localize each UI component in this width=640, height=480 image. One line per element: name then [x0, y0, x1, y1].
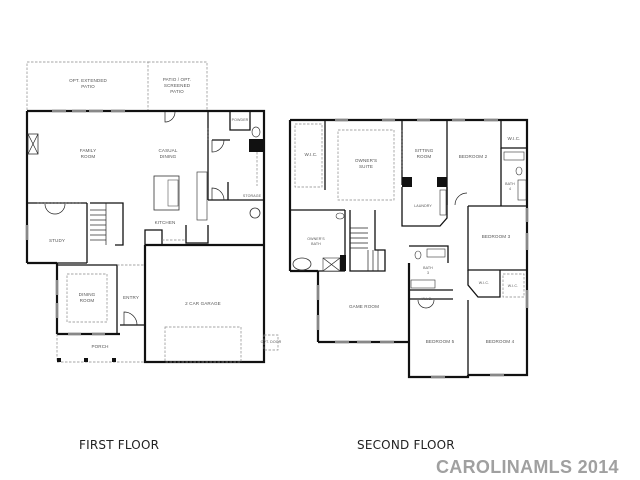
svg-text:W.I.C.: W.I.C. — [304, 152, 317, 157]
svg-text:OPT. DOOR: OPT. DOOR — [261, 340, 282, 344]
svg-text:SUITE: SUITE — [359, 164, 373, 169]
svg-text:PATIO: PATIO — [81, 84, 95, 89]
svg-text:STORAGE: STORAGE — [243, 194, 262, 198]
svg-text:4: 4 — [509, 187, 511, 191]
svg-text:OWNER'S: OWNER'S — [307, 237, 325, 241]
first-floor-caption: FIRST FLOOR — [79, 438, 160, 452]
svg-text:DINING: DINING — [79, 292, 96, 297]
svg-text:BATH: BATH — [423, 266, 433, 270]
svg-text:DINING: DINING — [160, 154, 177, 159]
svg-text:OPT. EXTENDED: OPT. EXTENDED — [69, 78, 107, 83]
svg-text:BATH: BATH — [311, 242, 321, 246]
porch: PORCH — [56, 334, 145, 363]
svg-text:W.I.C.: W.I.C. — [479, 281, 489, 285]
svg-text:W.I.C.: W.I.C. — [508, 284, 518, 288]
watermark: CAROLINAMLS 2014 — [436, 457, 619, 477]
svg-text:PATIO / OPT.: PATIO / OPT. — [163, 77, 191, 82]
svg-text:KITCHEN: KITCHEN — [155, 220, 176, 225]
second-floor-caption: SECOND FLOOR — [357, 438, 455, 452]
stairs-upper — [349, 210, 386, 272]
svg-text:SCREENED: SCREENED — [164, 83, 191, 88]
svg-text:ROOM: ROOM — [80, 298, 95, 303]
svg-text:FAMILY: FAMILY — [80, 148, 97, 153]
opt-extended-patio: OPT. EXTENDED PATIO — [26, 61, 149, 110]
svg-text:W.I.C.: W.I.C. — [507, 136, 520, 141]
svg-text:SITTING: SITTING — [415, 148, 434, 153]
svg-text:POWDER: POWDER — [232, 118, 249, 122]
svg-text:BEDROOM 2: BEDROOM 2 — [459, 154, 488, 159]
first-floor-plan: OPT. EXTENDED PATIO PATIO / OPT. SCREENE… — [25, 61, 282, 364]
svg-text:LAUNDRY: LAUNDRY — [414, 204, 432, 208]
svg-text:GAME ROOM: GAME ROOM — [349, 304, 379, 309]
svg-text:W.I.C.: W.I.C. — [422, 297, 432, 301]
stairs — [90, 202, 124, 246]
svg-text:PATIO: PATIO — [170, 89, 184, 94]
svg-text:2 CAR GARAGE: 2 CAR GARAGE — [185, 301, 221, 306]
svg-text:3: 3 — [427, 271, 429, 275]
svg-text:BEDROOM 5: BEDROOM 5 — [426, 339, 455, 344]
patio-screened: PATIO / OPT. SCREENED PATIO — [148, 61, 208, 110]
svg-text:ENTRY: ENTRY — [123, 295, 139, 300]
svg-text:ROOM: ROOM — [81, 154, 96, 159]
svg-text:OWNER'S: OWNER'S — [355, 158, 377, 163]
svg-text:STUDY: STUDY — [49, 238, 65, 243]
svg-text:CASUAL: CASUAL — [159, 148, 178, 153]
svg-text:BEDROOM 3: BEDROOM 3 — [482, 234, 511, 239]
svg-text:BEDROOM 4: BEDROOM 4 — [486, 339, 515, 344]
rear-door — [164, 111, 176, 123]
svg-text:PORCH: PORCH — [91, 344, 108, 349]
svg-text:BATH: BATH — [505, 182, 515, 186]
front-door — [123, 311, 138, 326]
svg-text:ROOM: ROOM — [417, 154, 432, 159]
second-floor-plan: W.I.C. OWNER'S SUITE SITTING ROOM LAUNDR… — [288, 118, 529, 379]
